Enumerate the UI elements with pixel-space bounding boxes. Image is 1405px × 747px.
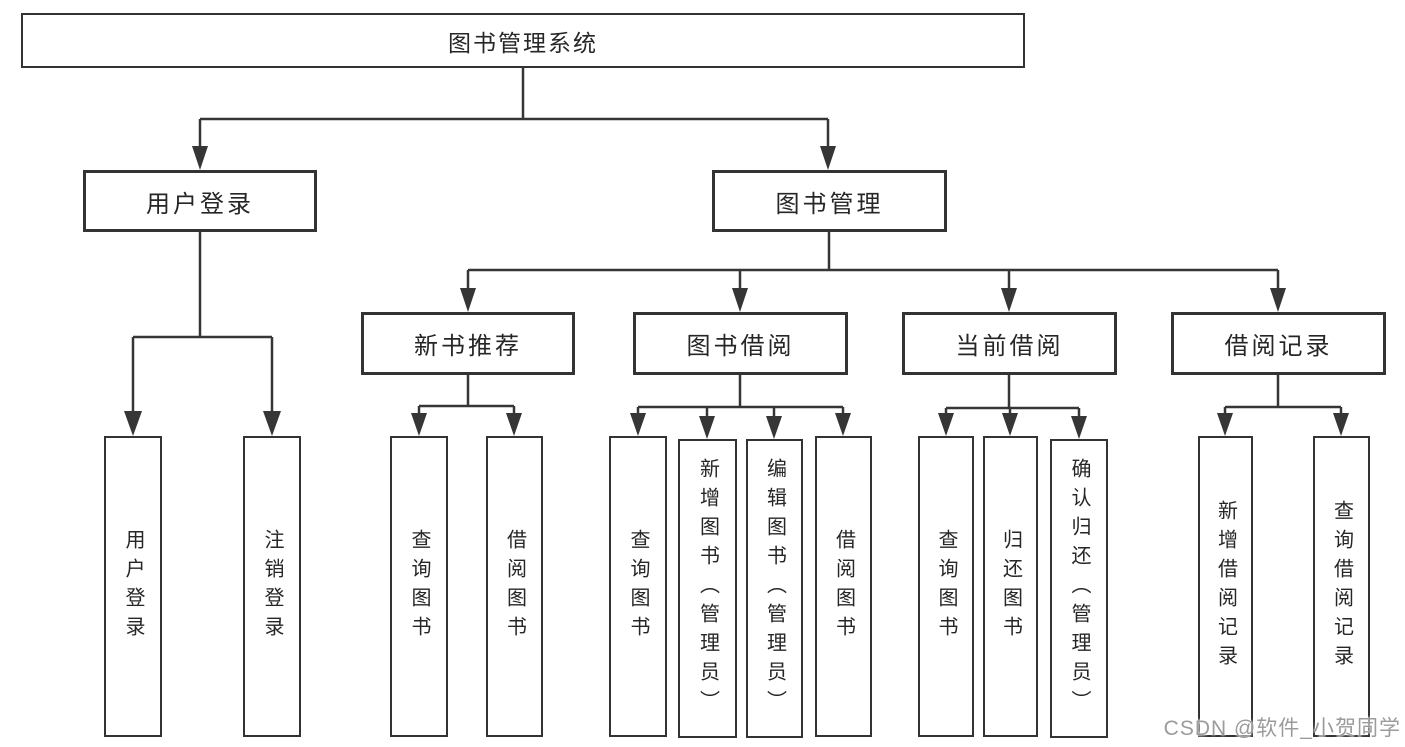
node-root: 图书管理系统 [21,13,1025,68]
edges-user-login-to-leaves [131,232,274,420]
arrowhead-icon [1270,288,1286,312]
node-new-book-recommendation: 新书推荐 [361,312,575,375]
leaf-borrow-add-books-admin: 新增图书（管理员） [678,439,737,738]
edges-book-management-to-level2 [466,232,1280,294]
arrowhead-icon [124,411,142,436]
arrowhead-icon [938,413,954,436]
leaf-records-add-record-label: 新增借阅记录 [1214,499,1237,674]
arrowhead-icon [263,411,281,436]
arrowhead-icon [630,413,646,436]
node-user-login-label: 用户登录 [146,190,254,218]
arrowhead-icon [506,413,522,436]
node-borrowing-records: 借阅记录 [1171,312,1386,375]
leaf-borrow-query-books-label: 查询图书 [627,528,649,645]
arrowhead-icon [699,416,715,439]
arrowhead-icon [411,413,427,436]
arrowhead-icon [1071,416,1087,439]
node-book-management-label: 图书管理 [775,190,884,218]
leaf-current-return-books: 归还图书 [983,436,1038,737]
arrowhead-icon [732,288,748,312]
node-borrowing-records-label: 借阅记录 [1224,333,1333,360]
arrowhead-icon [835,413,851,436]
arrowheads [124,146,1349,439]
arrowhead-icon [1002,413,1018,436]
node-root-label: 图书管理系统 [448,29,598,56]
node-new-book-recommendation-label: 新书推荐 [414,333,522,360]
leaf-borrow-edit-books-admin: 编辑图书（管理员） [746,439,803,738]
leaf-recommend-borrow-books: 借阅图书 [486,436,543,737]
leaf-borrow-edit-books-admin-label: 编辑图书（管理员） [763,458,786,719]
node-user-login: 用户登录 [83,170,317,232]
edges-borrowing-to-leaves [636,375,845,423]
arrowhead-icon [820,146,836,170]
leaf-records-query-record: 查询借阅记录 [1313,436,1370,737]
leaf-current-return-books-label: 归还图书 [999,528,1022,645]
leaf-borrow-add-books-admin-label: 新增图书（管理员） [696,458,719,719]
leaf-recommend-query-books-label: 查询图书 [408,528,430,645]
leaf-borrow-borrow-books-label: 借阅图书 [832,528,855,645]
arrowhead-icon [1333,413,1349,436]
edges-root-to-level1 [198,68,830,152]
leaf-borrow-query-books: 查询图书 [609,436,667,737]
leaf-current-query-books-label: 查询图书 [935,528,957,645]
arrowhead-icon [1001,288,1017,312]
node-book-borrowing: 图书借阅 [633,312,848,375]
leaf-current-query-books: 查询图书 [918,436,974,737]
leaf-user-login-label: 用户登录 [122,528,144,645]
leaf-logout: 注销登录 [243,436,301,737]
csdn-watermark: CSDN @软件_小贺同学 [1163,717,1401,740]
arrowhead-icon [192,146,208,170]
edges-recommendation-to-leaves [417,375,516,420]
node-current-borrowing-label: 当前借阅 [955,333,1064,360]
node-book-borrowing-label: 图书借阅 [686,333,795,360]
leaf-borrow-borrow-books: 借阅图书 [815,436,872,737]
leaf-records-add-record: 新增借阅记录 [1198,436,1253,737]
leaf-current-confirm-return-admin: 确认归还（管理员） [1050,439,1108,738]
arrowhead-icon [1217,413,1233,436]
arrowhead-icon [460,288,476,312]
node-book-management: 图书管理 [712,170,947,232]
leaf-recommend-borrow-books-label: 借阅图书 [503,528,526,645]
arrowhead-icon [766,416,782,439]
leaf-logout-label: 注销登录 [261,528,283,645]
leaf-recommend-query-books: 查询图书 [390,436,448,737]
node-current-borrowing: 当前借阅 [902,312,1117,375]
leaf-records-query-record-label: 查询借阅记录 [1330,499,1353,674]
edges-records-to-leaves [1223,375,1343,420]
leaf-user-login: 用户登录 [104,436,162,737]
leaf-current-confirm-return-admin-label: 确认归还（管理员） [1068,458,1090,719]
